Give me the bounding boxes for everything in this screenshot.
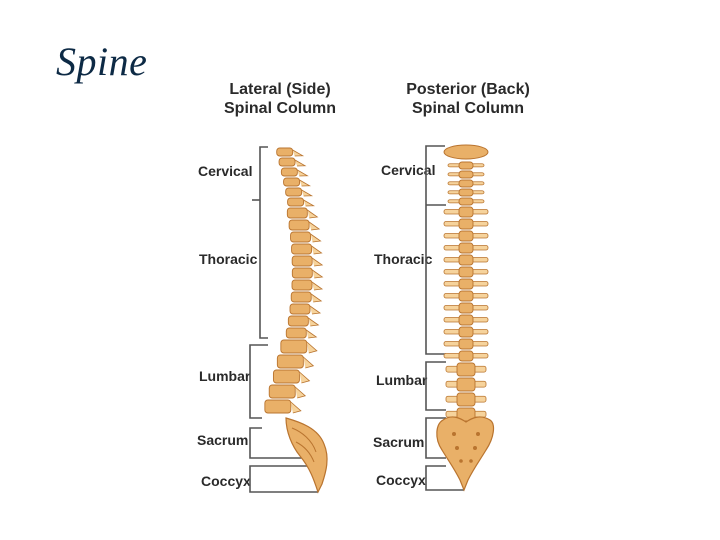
posterior-heading-line1: Posterior (Back) (406, 81, 530, 98)
posterior-heading: Posterior (Back) Spinal Column (390, 80, 546, 118)
posterior-label-cervical: Cervical (381, 162, 436, 178)
posterior-heading-line2: Spinal Column (412, 100, 524, 117)
posterior-label-coccyx: Coccyx (376, 472, 426, 488)
posterior-label-lumbar: Lumbar (376, 372, 428, 388)
posterior-label-thoracic: Thoracic (374, 251, 433, 267)
posterior-sacrum (436, 416, 495, 492)
lateral-label-thoracic: Thoracic (199, 251, 258, 267)
lateral-sacrum (285, 417, 328, 494)
lateral-brackets (249, 146, 318, 493)
lateral-heading: Lateral (Side) Spinal Column (212, 80, 348, 118)
lateral-label-sacrum: Sacrum (197, 432, 249, 448)
lateral-spine (264, 147, 324, 414)
lateral-heading-line2: Spinal Column (224, 100, 336, 117)
lateral-label-lumbar: Lumbar (199, 368, 251, 384)
posterior-label-sacrum: Sacrum (373, 434, 425, 450)
posterior-brackets (425, 145, 464, 491)
lateral-heading-line1: Lateral (Side) (229, 81, 331, 98)
lateral-label-coccyx: Coccyx (201, 473, 251, 489)
lateral-label-cervical: Cervical (198, 163, 253, 179)
posterior-spine (443, 144, 489, 422)
page-title: Spine (56, 39, 148, 84)
